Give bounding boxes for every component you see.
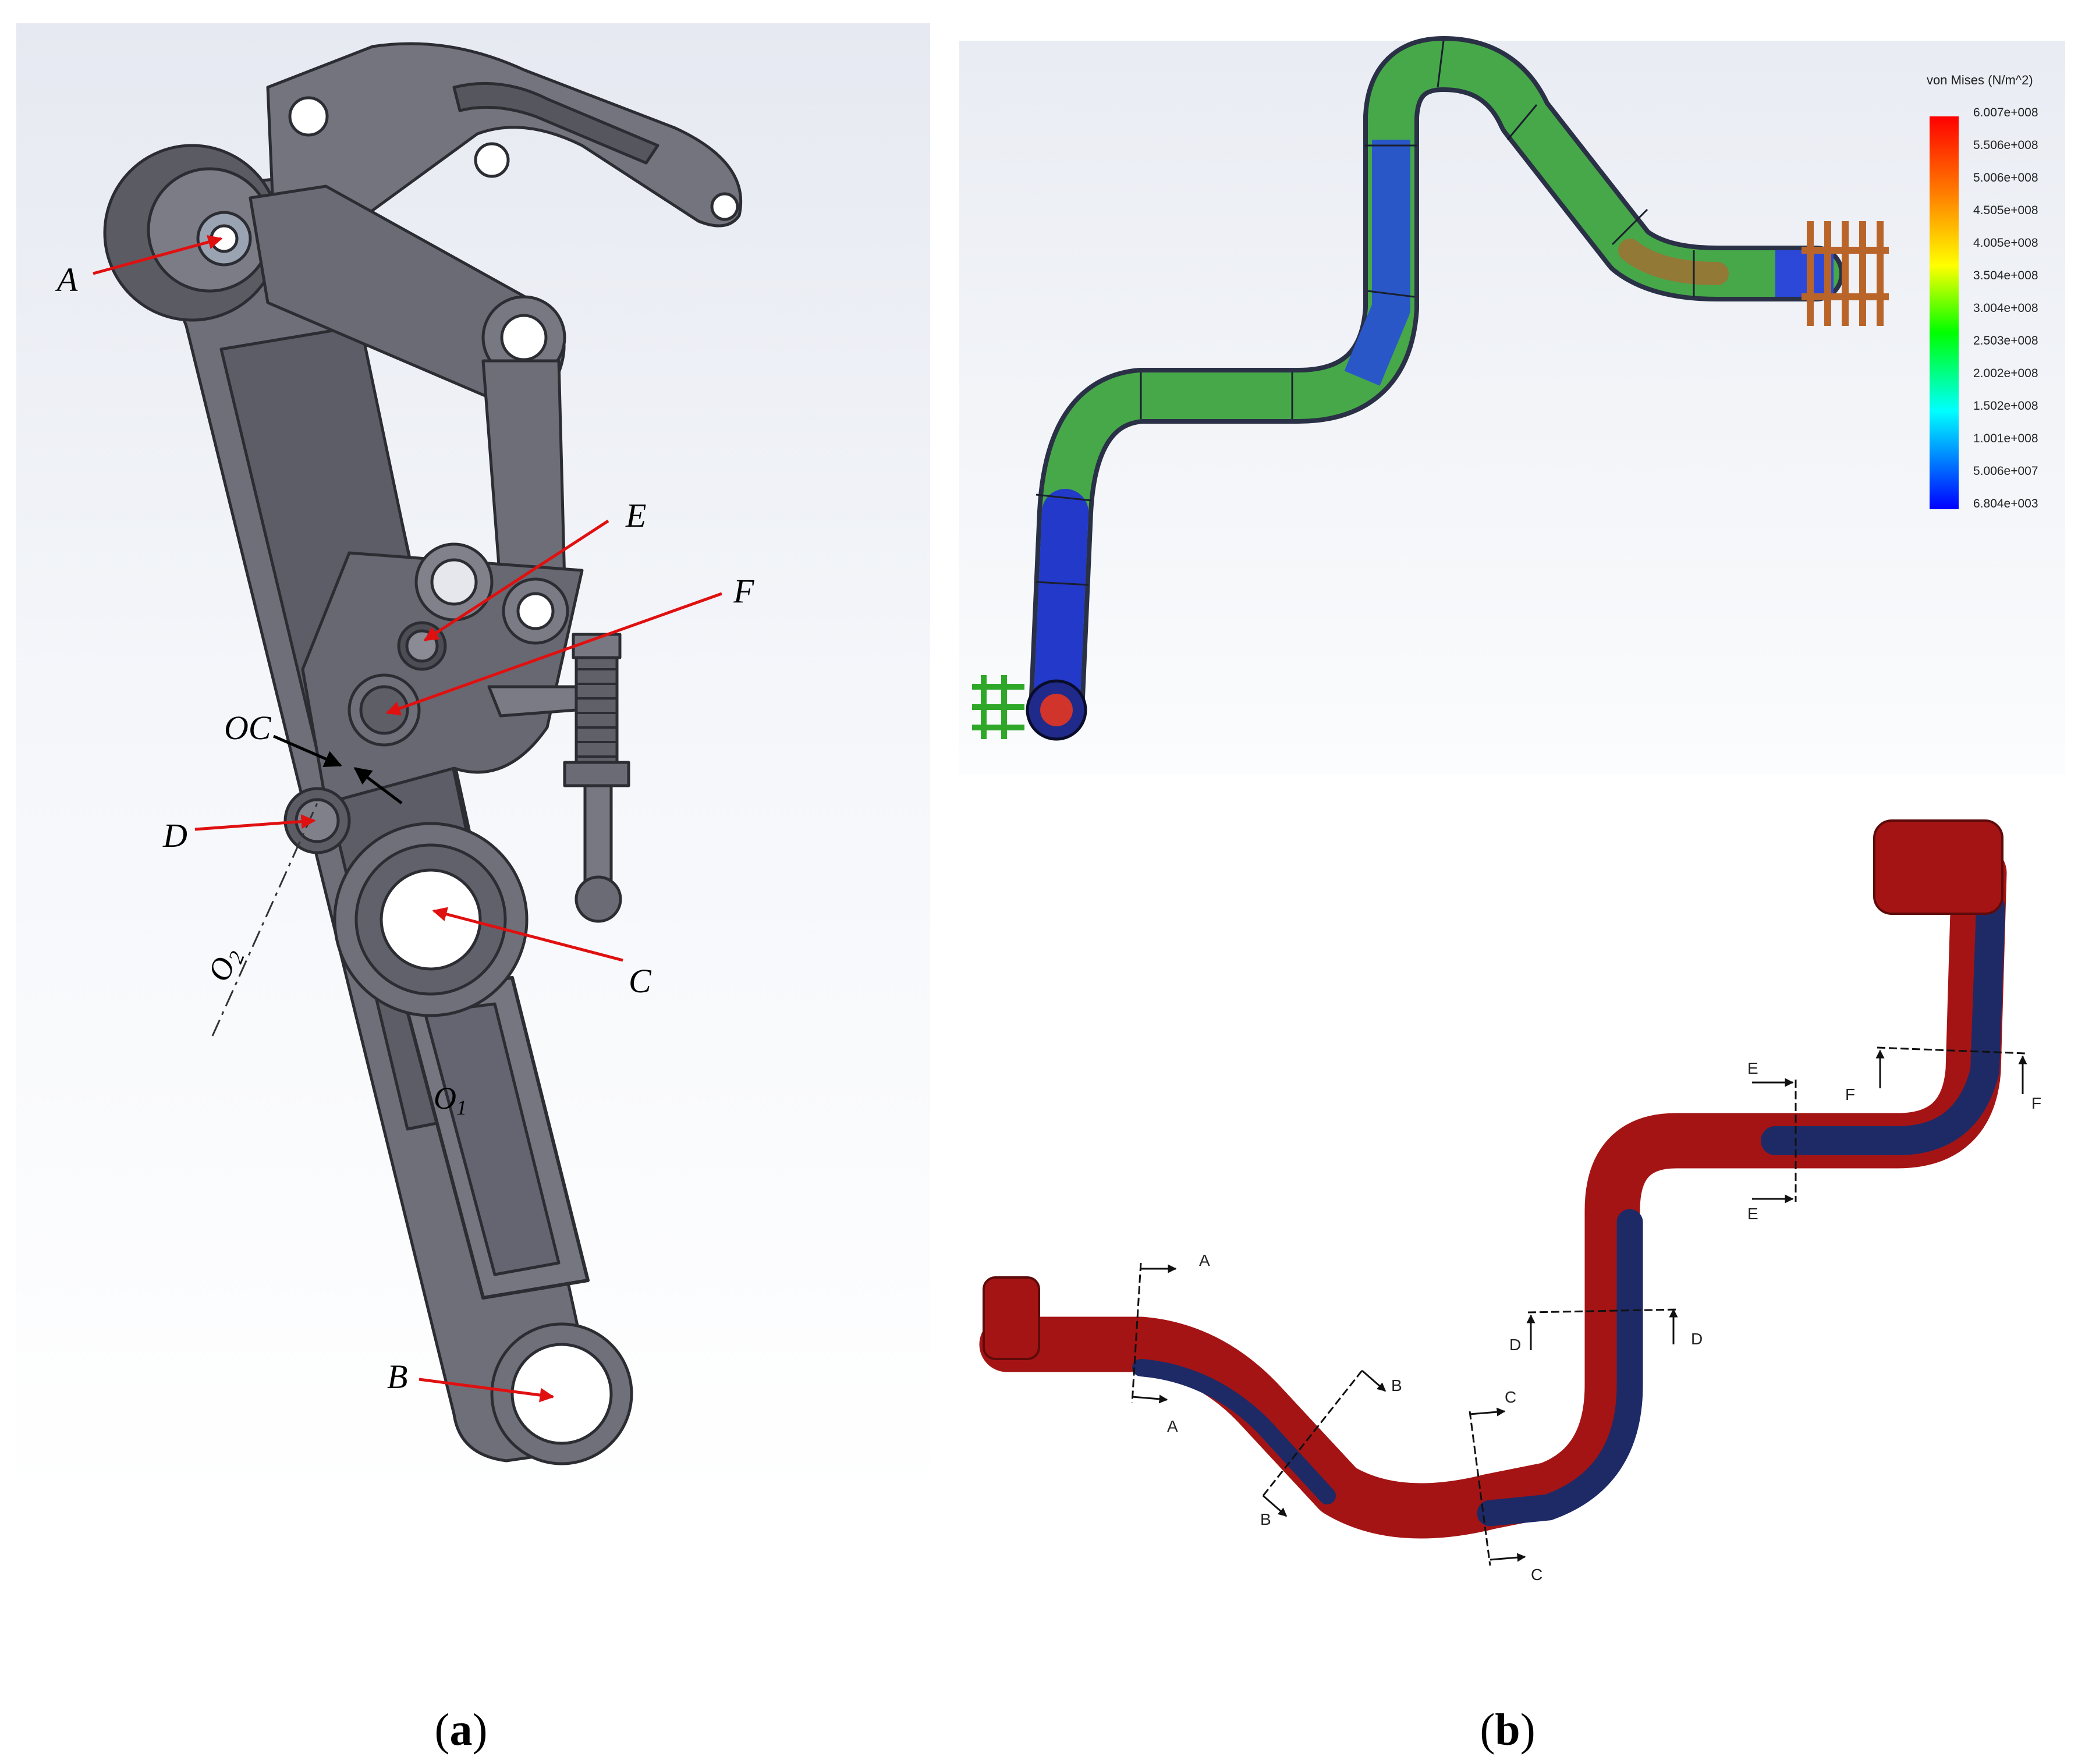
fea-pipe-high-stress — [1618, 239, 1729, 285]
section-label-d: D — [1509, 1336, 1521, 1354]
section-pipe-blue-2 — [1477, 1209, 1643, 1527]
legend-title: von Mises (N/m^2) — [1927, 73, 2033, 87]
panel-b-sections: A A B B C C D D E E F F (b) — [979, 819, 2041, 1755]
stress-legend: von Mises (N/m^2) 6.007e+008 5.506e+008 … — [1927, 73, 2038, 510]
caption-b: (b) — [1480, 1704, 1535, 1755]
oc-arrow — [273, 734, 403, 804]
legend-tick: 2.503e+008 — [1973, 334, 2038, 347]
section-label-a: A — [1167, 1417, 1178, 1435]
legend-tick: 5.506e+008 — [1973, 139, 2038, 152]
legend-ticks: 6.007e+008 5.506e+008 5.006e+008 4.505e+… — [1973, 106, 2038, 510]
label-e: E — [625, 496, 646, 534]
section-label-e: E — [1747, 1059, 1758, 1077]
caption-a: (a) — [435, 1704, 488, 1755]
label-f: F — [733, 572, 754, 610]
label-a: A — [55, 261, 78, 299]
section-label-a: A — [1199, 1251, 1210, 1269]
mechanism-drawing — [103, 42, 743, 1465]
section-label-b: B — [1391, 1376, 1402, 1394]
fea-seams — [1036, 40, 1695, 586]
label-o1: O1 — [434, 1081, 467, 1119]
label-d: D — [162, 817, 187, 854]
label-c: C — [629, 962, 652, 1000]
label-arrows — [93, 235, 722, 1403]
fea-pipe-low-stress — [1033, 489, 1088, 733]
section-left-cap — [983, 1276, 1040, 1360]
legend-tick: 5.006e+007 — [1973, 464, 2038, 478]
legend-tick: 1.502e+008 — [1973, 399, 2038, 413]
section-label-d: D — [1691, 1330, 1703, 1348]
legend-tick: 4.505e+008 — [1973, 204, 2038, 217]
panel-a: A B C D E F OC O1 O2 (a) — [16, 23, 930, 1755]
legend-tick: 3.004e+008 — [1973, 301, 2038, 315]
fea-fixture-arrows — [972, 675, 1024, 739]
section-labels: A A B B C C D D E E F F — [1167, 1059, 2041, 1584]
section-label-e: E — [1747, 1205, 1758, 1223]
legend-tick: 5.006e+008 — [1973, 171, 2038, 184]
section-label-f: F — [1845, 1085, 1855, 1103]
section-pipe-blue-3 — [1761, 893, 2005, 1155]
label-b: B — [387, 1358, 407, 1396]
section-label-c: C — [1531, 1566, 1542, 1584]
fea-pipe-low-stress-2 — [1344, 140, 1410, 386]
section-pipe-red — [979, 845, 2007, 1539]
section-label-f: F — [2031, 1094, 2041, 1112]
legend-tick: 3.504e+008 — [1973, 269, 2038, 282]
section-right-cap — [1873, 819, 2003, 915]
panel-b-fea: von Mises (N/m^2) 6.007e+008 5.506e+008 … — [959, 36, 2065, 774]
legend-tick: 1.001e+008 — [1973, 432, 2038, 445]
o2-centerline — [211, 803, 318, 1037]
section-label-c: C — [1505, 1388, 1516, 1406]
legend-tick: 4.005e+008 — [1973, 236, 2038, 250]
section-label-b: B — [1260, 1510, 1271, 1528]
legend-colorbar — [1930, 116, 1959, 509]
legend-tick: 2.002e+008 — [1973, 367, 2038, 380]
label-oc: OC — [224, 709, 272, 747]
legend-tick: 6.804e+003 — [1973, 497, 2038, 510]
legend-tick: 6.007e+008 — [1973, 106, 2038, 119]
section-markers — [1131, 1046, 2027, 1566]
fea-load-arrows — [1802, 221, 1889, 326]
section-pipe-blue — [1132, 1359, 1336, 1504]
